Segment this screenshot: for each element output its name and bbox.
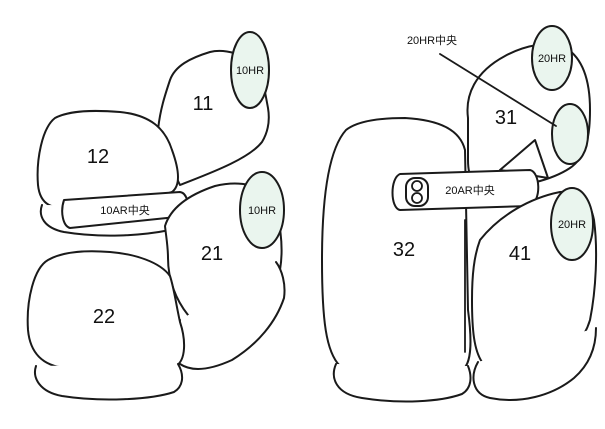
seat-32-bottom	[332, 363, 472, 403]
seat-32-label: 32	[393, 239, 415, 261]
seat-41-label: 41	[509, 243, 531, 265]
headrest-20hr-top-icon	[531, 25, 573, 91]
seat-22-label: 22	[93, 306, 115, 328]
cupholder-ring-top	[411, 180, 423, 192]
cupholder-ring-bottom	[411, 192, 423, 204]
callout-20hr-center-label: 20HR中央	[407, 34, 457, 47]
seat-31-label: 31	[495, 107, 517, 129]
headrest-10hr-mid-icon	[239, 171, 285, 249]
seat-12-label: 12	[87, 146, 109, 168]
seat-21-label: 21	[201, 243, 223, 265]
headrest-10hr-top-label: 10HR	[236, 65, 264, 77]
armrest-20ar-label: 20AR中央	[445, 184, 495, 197]
headrest-20hr-center-icon	[551, 103, 589, 165]
callout-line	[439, 53, 557, 127]
labels: 11 12 21 22 31 32 41 10HR 10HR 20HR 20HR…	[87, 34, 586, 328]
left-seat-group	[26, 31, 286, 401]
headrest-20hr-top-label: 20HR	[538, 53, 566, 65]
seat-22-cushion	[26, 250, 186, 372]
seat-41-lower	[472, 327, 597, 401]
seat-11-label: 11	[193, 93, 214, 115]
seat-22-bottom	[34, 363, 184, 401]
headrest-20hr-mid-label: 20HR	[558, 219, 586, 231]
headrest-10hr-top-icon	[230, 31, 270, 109]
headrest-10hr-mid-label: 10HR	[248, 205, 276, 217]
right-seat-group	[321, 25, 598, 403]
headrest-20hr-mid-icon	[550, 187, 594, 261]
armrest-10ar-label: 10AR中央	[100, 204, 150, 217]
cupholder-icon	[405, 177, 429, 207]
